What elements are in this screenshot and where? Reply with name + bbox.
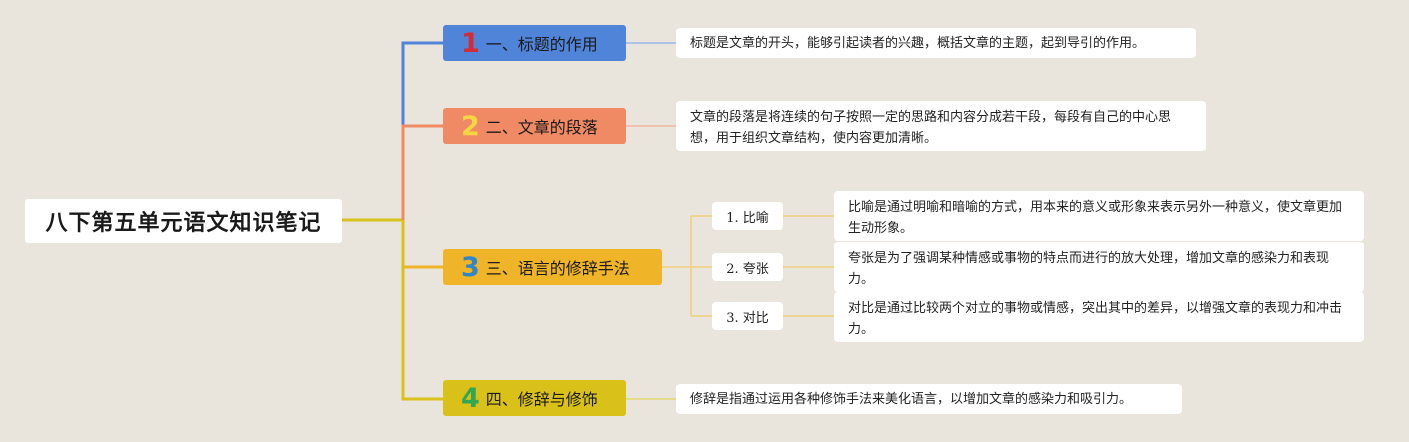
branch-1-note-text: 标题是文章的开头，能够引起读者的兴趣，概括文章的主题，起到导引的作用。 — [690, 36, 1146, 51]
branch-3-rhetoric[interactable]: 3 三、语言的修辞手法 — [443, 249, 662, 285]
sub-topic-contrast[interactable]: 3. 对比 — [712, 302, 783, 330]
branch-4-rhetoric-decoration[interactable]: 4 四、修辞与修饰 — [443, 380, 626, 416]
branch-2-number: 2 — [461, 110, 480, 142]
sub-topic-hyperbole-note-text: 夸张是为了强调某种情感或事物的特点而进行的放大处理，增加文章的感染力和表现力。 — [848, 251, 1330, 287]
sub-topic-hyperbole-note[interactable]: 夸张是为了强调某种情感或事物的特点而进行的放大处理，增加文章的感染力和表现力。 — [834, 242, 1364, 292]
branch-4-label: 四、修辞与修饰 — [485, 390, 598, 409]
branch-4-note-text: 修辞是指通过运用各种修饰手法来美化语言，以增加文章的感染力和吸引力。 — [690, 392, 1133, 407]
branch-3-number: 3 — [461, 251, 480, 283]
sub-topic-contrast-note[interactable]: 对比是通过比较两个对立的事物或情感，突出其中的差异，以增强文章的表现力和冲击力。 — [834, 292, 1364, 342]
root-title: 八下第五单元语文知识笔记 — [45, 211, 322, 236]
branch-2-note-text: 文章的段落是将连续的句子按照一定的思路和内容分成若干段，每段有自己的中心思想，用… — [690, 110, 1172, 146]
branch-2-label: 二、文章的段落 — [485, 118, 598, 137]
sub-topic-metaphor-note[interactable]: 比喻是通过明喻和暗喻的方式，用本来的意义或形象来表示另外一种意义，使文章更加生动… — [834, 191, 1364, 241]
branch-2-connector — [401, 124, 443, 220]
sub-topic-hyperbole-label: 2. 夸张 — [726, 261, 769, 277]
branch-4-connector — [401, 220, 443, 401]
branch-1-number: 1 — [461, 27, 480, 59]
branch-4-number: 4 — [461, 382, 480, 414]
sub-topic-metaphor-label: 1. 比喻 — [726, 210, 769, 226]
branch-1-note[interactable]: 标题是文章的开头，能够引起读者的兴趣，概括文章的主题，起到导引的作用。 — [676, 28, 1196, 58]
sub-topic-contrast-label: 3. 对比 — [726, 310, 769, 326]
branch-1-title-function[interactable]: 1 一、标题的作用 — [443, 25, 626, 61]
branch-1-connector — [401, 41, 443, 220]
branch-4-note[interactable]: 修辞是指通过运用各种修饰手法来美化语言，以增加文章的感染力和吸引力。 — [676, 384, 1182, 414]
branch-2-note[interactable]: 文章的段落是将连续的句子按照一定的思路和内容分成若干段，每段有自己的中心思想，用… — [676, 101, 1206, 151]
branch-3-connector — [401, 220, 443, 269]
branch-3-label: 三、语言的修辞手法 — [485, 259, 630, 278]
branch-2-paragraphs[interactable]: 2 二、文章的段落 — [443, 108, 626, 144]
sub-topic-contrast-note-text: 对比是通过比较两个对立的事物或情感，突出其中的差异，以增强文章的表现力和冲击力。 — [848, 301, 1343, 337]
sub-topic-metaphor-note-text: 比喻是通过明喻和暗喻的方式，用本来的意义或形象来表示另外一种意义，使文章更加生动… — [848, 200, 1343, 236]
sub-topic-metaphor[interactable]: 1. 比喻 — [712, 202, 783, 230]
root-topic[interactable]: 八下第五单元语文知识笔记 — [25, 199, 342, 243]
branch-1-label: 一、标题的作用 — [485, 35, 598, 54]
sub-topic-hyperbole[interactable]: 2. 夸张 — [712, 253, 783, 281]
